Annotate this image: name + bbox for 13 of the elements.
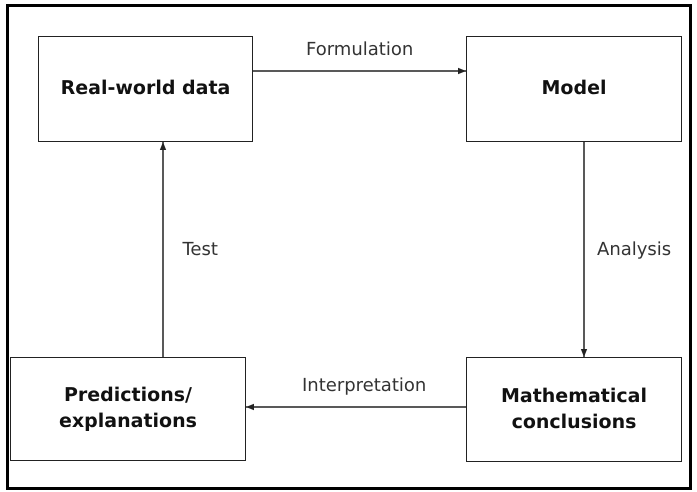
node-text: Predictions/ explanations: [58, 383, 198, 434]
process-box: [466, 36, 682, 142]
node-text: Real-world data: [60, 76, 230, 102]
node-text: Model: [542, 76, 606, 102]
process-box: [38, 36, 253, 142]
arrow: [253, 68, 466, 74]
edge-label: Analysis: [595, 239, 674, 260]
arrow: [246, 404, 466, 410]
arrow: [160, 142, 166, 357]
arrow: [580, 142, 588, 357]
process-box: [466, 357, 682, 462]
process-box: [10, 357, 246, 461]
node-text: Mathematical conclusions: [500, 384, 648, 434]
